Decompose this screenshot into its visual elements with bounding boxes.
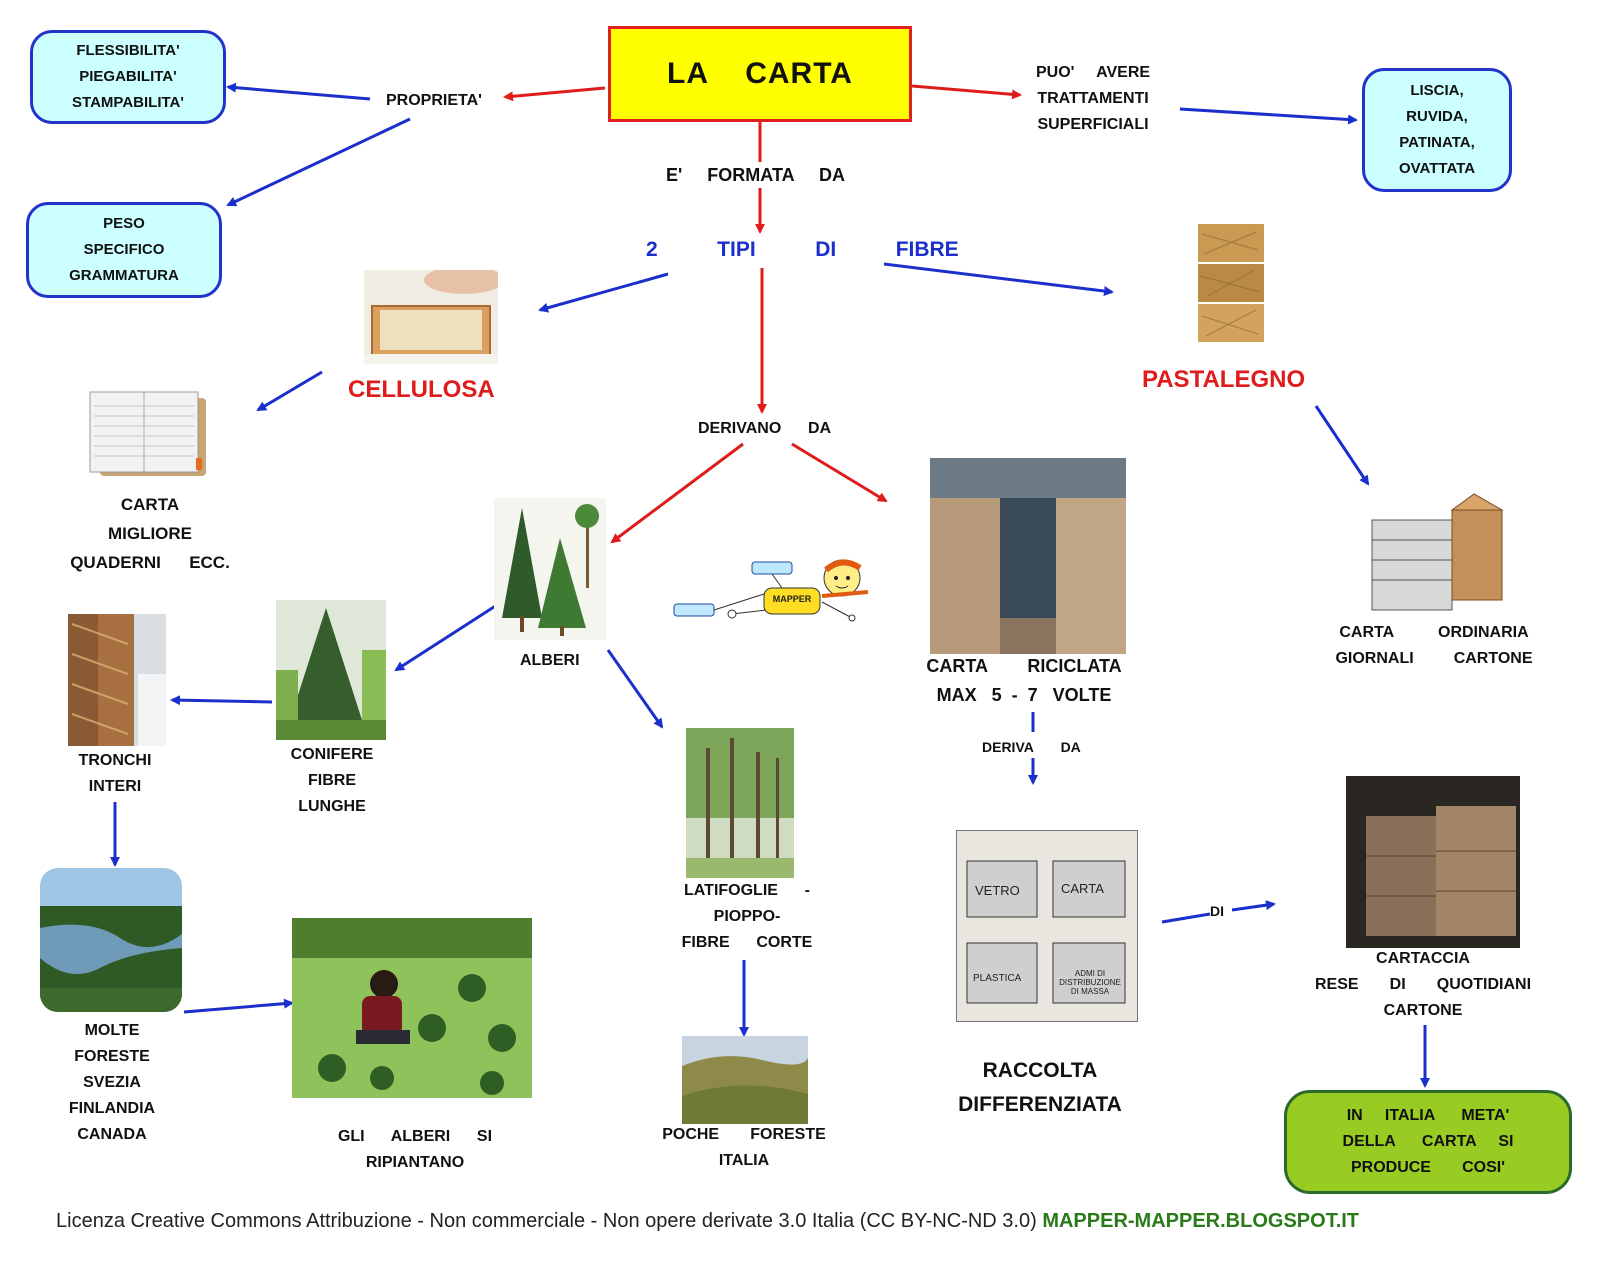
cellulosa-image xyxy=(364,270,498,364)
box-peso: PESO SPECIFICO GRAMMATURA xyxy=(26,202,222,298)
label-molte-foreste: MOLTE FORESTE SVEZIA FINLANDIA CANADA xyxy=(68,1022,156,1143)
label-pastalegno: PASTALEGNO xyxy=(1142,366,1306,393)
label-carta-migliore: CARTA MIGLIORE QUADERNI ECC. xyxy=(70,495,230,572)
recycling-bins-image: VETRO CARTA PLASTICA ADMI DI DISTRIBUZIO… xyxy=(956,830,1138,1022)
newspaper-bundle-image xyxy=(1362,490,1508,616)
bin-carta-label: CARTA xyxy=(1061,881,1104,896)
label-poche-foreste: POCHE FORESTE ITALIA xyxy=(662,1126,826,1169)
arrow-proprieta-peso xyxy=(226,117,411,207)
label-cellulosa: CELLULOSA xyxy=(348,376,495,403)
arrow-title-proprieta xyxy=(503,86,606,102)
page-title: LA CARTA xyxy=(667,57,853,90)
arrow-pastalegno-giornali xyxy=(1314,405,1370,486)
warehouse-photo xyxy=(930,458,1126,654)
trees-image xyxy=(494,498,606,640)
label-carta-ordinaria: CARTA ORDINARIA GIORNALI CARTONE xyxy=(1335,624,1533,667)
title-box: LA CARTA xyxy=(608,26,912,122)
label-alberi: ALBERI xyxy=(520,652,580,669)
label-cartaccia: CARTACCIA RESE DI QUOTIDIANI CARTONE xyxy=(1314,950,1532,1019)
footer: Licenza Creative Commons Attribuzione - … xyxy=(56,1210,1359,1233)
arrow-title-puo-avere xyxy=(911,84,1022,100)
mapper-logo-text: MAPPER xyxy=(772,594,812,604)
arrow-derivano-riciclata xyxy=(791,442,888,503)
box-flessibilita: FLESSIBILITA' PIEGABILITA' STAMPABILITA' xyxy=(30,30,226,124)
box-italia: IN ITALIA META' DELLA CARTA SI PRODUCE C… xyxy=(1284,1090,1572,1194)
label-derivano-da: DERIVANO DA xyxy=(698,420,832,437)
bin-plastica-label: PLASTICA xyxy=(973,973,1022,984)
bin-altro-label: ADMI DI DISTRIBUZIONE DI MASSA xyxy=(1059,969,1121,996)
arrow-fibre-cellulosa xyxy=(538,272,669,313)
lake-forest-photo xyxy=(40,868,182,1012)
arrow-puoavere-liscia xyxy=(1179,107,1358,125)
label-puo-avere: PUO' AVERE TRATTAMENTI SUPERFICIALI xyxy=(1036,64,1151,133)
label-conifere: CONIFERE FIBRE LUNGHE xyxy=(290,746,374,815)
arrow-proprieta-flessibilita xyxy=(226,82,371,101)
label-tronchi: TRONCHI INTERI xyxy=(78,752,152,795)
label-tipi-fibre: 2 TIPI DI FIBRE xyxy=(646,238,959,261)
arrow-alberi-latifoglie xyxy=(606,649,664,729)
mapper-logo: MAPPER xyxy=(672,556,882,628)
label-raccolta: RACCOLTA DIFFERENZIATA xyxy=(958,1059,1122,1116)
planting-photo xyxy=(292,918,532,1098)
label-ripiantano: GLI ALBERI SI RIPIANTANO xyxy=(337,1128,493,1171)
bales-photo xyxy=(1346,776,1520,948)
notebook-image xyxy=(84,388,210,480)
footer-link[interactable]: MAPPER-MAPPER.BLOGSPOT.IT xyxy=(1042,1210,1360,1232)
bin-vetro-label: VETRO xyxy=(975,883,1020,898)
label-di: DI xyxy=(1210,903,1224,919)
label-proprieta: PROPRIETA' xyxy=(386,92,482,109)
label-formata-da: E' FORMATA DA xyxy=(666,165,845,185)
box-liscia: LISCIA, RUVIDA, PATINATA, OVATTATA xyxy=(1362,68,1512,192)
pastalegno-image xyxy=(1198,224,1264,342)
arrow-cellulosa-quaderni xyxy=(256,370,323,412)
arrow-alberi-conifere xyxy=(394,603,498,672)
conifer-photo xyxy=(276,600,386,740)
arrow-fibre-pastalegno xyxy=(883,262,1114,296)
arrow-di-cartaccia xyxy=(1231,900,1276,912)
label-carta-riciclata: CARTA RICICLATA MAX 5 - 7 VOLTE xyxy=(926,656,1122,705)
label-deriva-da: DERIVA DA xyxy=(982,739,1081,755)
arrow-foreste-ripiantano xyxy=(183,998,294,1014)
label-latifoglie: LATIFOGLIE - PIOPPO- FIBRE CORTE xyxy=(681,882,813,951)
arrow-conifere-tronchi xyxy=(170,695,273,706)
footer-license: Licenza Creative Commons Attribuzione - … xyxy=(56,1210,1043,1232)
poplar-photo xyxy=(686,728,794,878)
trunks-photo xyxy=(68,614,166,746)
arrow-derivano-alberi xyxy=(610,442,744,544)
arrow-raccolta-di xyxy=(1161,912,1211,924)
hills-photo xyxy=(682,1036,808,1124)
